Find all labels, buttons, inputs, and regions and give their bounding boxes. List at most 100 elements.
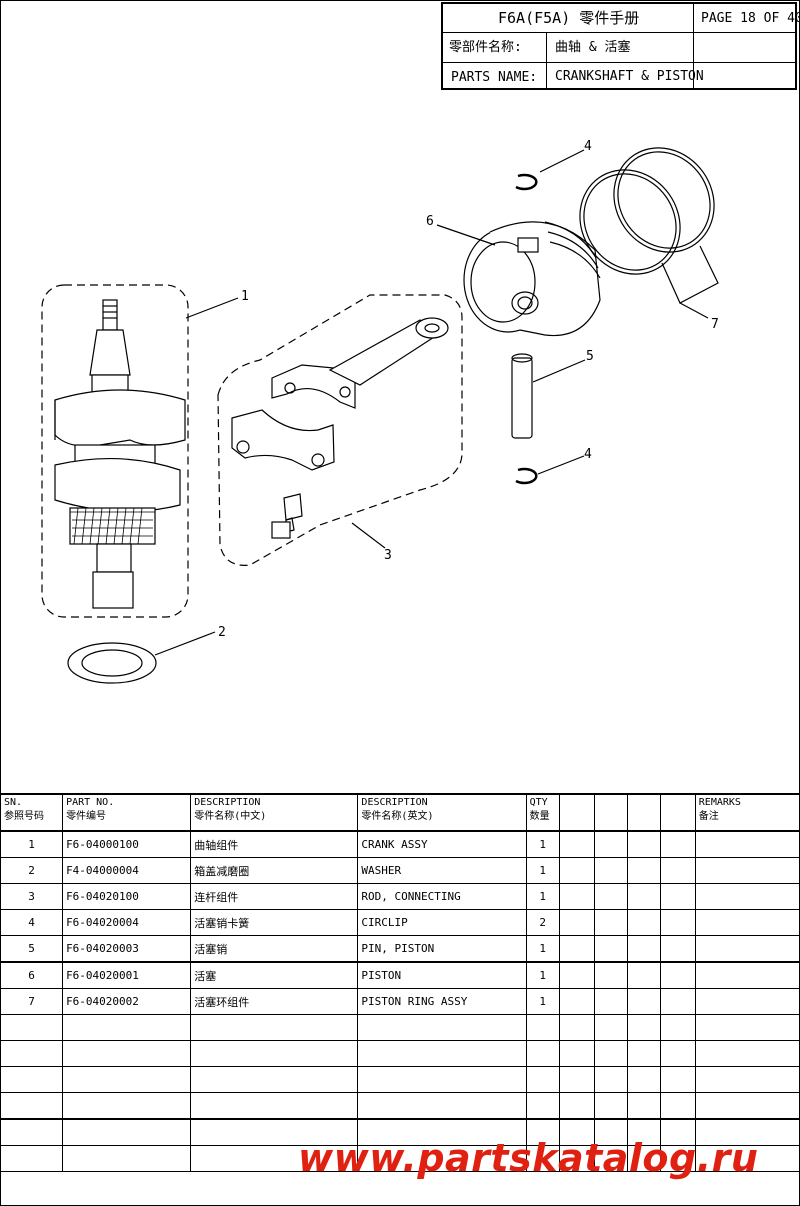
row-remarks (694, 909, 800, 936)
group-outline-rod (217, 294, 463, 566)
row-desc-en: CRANK ASSY (357, 831, 527, 858)
row-remarks (694, 1119, 800, 1146)
row-blank (593, 988, 628, 1015)
table-row (0, 1145, 800, 1172)
row-blank (593, 935, 628, 963)
row-qty (525, 1040, 560, 1067)
row-qty (525, 1119, 560, 1146)
row-remarks (694, 962, 800, 989)
row-part-no: F6-04020100 (62, 883, 192, 910)
row-blank (593, 1014, 628, 1041)
row-blank (593, 1145, 628, 1172)
row-desc-en: PISTON (357, 962, 527, 989)
row-remarks (694, 988, 800, 1015)
row-part-no: F6-04020003 (62, 935, 192, 963)
parts-name-cn-value: 曲轴 & 活塞 (555, 40, 631, 55)
leader-line (679, 302, 709, 319)
row-sn: 6 (0, 962, 64, 989)
row-blank (593, 1119, 628, 1146)
row-sn: 2 (0, 857, 64, 884)
header-blank (659, 793, 696, 832)
row-blank (558, 909, 595, 936)
row-blank (593, 1040, 628, 1067)
row-blank (558, 988, 595, 1015)
crankshaft-assembly (41, 284, 189, 618)
divider (693, 4, 694, 88)
row-qty: 1 (525, 962, 560, 989)
row-sn: 7 (0, 988, 64, 1015)
row-qty (525, 1066, 560, 1093)
row-blank (626, 857, 661, 884)
header-blank (593, 793, 628, 832)
row-desc-en: WASHER (357, 857, 527, 884)
row-part-no (62, 1119, 192, 1146)
row-qty: 2 (525, 909, 560, 936)
row-desc-en: ROD, CONNECTING (357, 883, 527, 910)
row-desc-cn (190, 1066, 359, 1093)
callout-4a: 4 (584, 139, 592, 154)
row-part-no: F6-04020001 (62, 962, 192, 989)
row-desc-cn: 活塞环组件 (190, 988, 359, 1015)
callout-3: 3 (384, 548, 392, 563)
row-blank (626, 1092, 661, 1120)
row-remarks (694, 883, 800, 910)
row-blank (626, 831, 661, 858)
table-row (0, 1066, 800, 1093)
row-part-no (62, 1040, 192, 1067)
row-blank (659, 1119, 696, 1146)
row-part-no: F4-04000004 (62, 857, 192, 884)
row-remarks (694, 1145, 800, 1172)
piston-pin-drawing (511, 353, 533, 439)
row-desc-cn: 曲轴组件 (190, 831, 359, 858)
row-desc-cn (190, 1092, 359, 1120)
row-remarks (694, 831, 800, 858)
exploded-diagram: 1 2 3 4 4 5 6 7 (41, 139, 719, 684)
crank-thread (102, 299, 118, 331)
row-qty (525, 1145, 560, 1172)
callout-7: 7 (711, 317, 719, 332)
callout-2: 2 (218, 625, 226, 640)
row-blank (593, 883, 628, 910)
title-block: F6A(F5A) 零件手册 PAGE 18 OF 40 零部件名称: 曲轴 & … (441, 2, 800, 90)
row-blank (626, 1040, 661, 1067)
row-remarks (694, 1066, 800, 1093)
row-desc-cn: 箱盖减磨圈 (190, 857, 359, 884)
row-qty (525, 1014, 560, 1041)
row-blank (558, 1092, 595, 1120)
header-blank (558, 793, 595, 832)
table-row (0, 1040, 800, 1067)
group-outline-crank (41, 284, 189, 618)
row-blank (626, 962, 661, 989)
header-blank (626, 793, 661, 832)
leader-line (661, 245, 719, 304)
leader-line (351, 522, 386, 549)
row-blank (593, 909, 628, 936)
row-blank (659, 1040, 696, 1067)
row-desc-cn (190, 1119, 359, 1146)
table-row (0, 1119, 800, 1146)
row-qty: 1 (525, 883, 560, 910)
row-desc-en (357, 1145, 527, 1172)
row-remarks (694, 857, 800, 884)
table-row (0, 1014, 800, 1041)
parts-name-en-label: PARTS NAME: (451, 70, 538, 85)
row-blank (558, 831, 595, 858)
row-desc-cn (190, 1145, 359, 1172)
row-sn (0, 1040, 64, 1067)
row-blank (558, 1014, 595, 1041)
row-remarks (694, 1092, 800, 1120)
row-desc-en: PISTON RING ASSY (357, 988, 527, 1015)
row-remarks (694, 1040, 800, 1067)
row-part-no (62, 1014, 192, 1041)
row-part-no: F6-04020002 (62, 988, 192, 1015)
